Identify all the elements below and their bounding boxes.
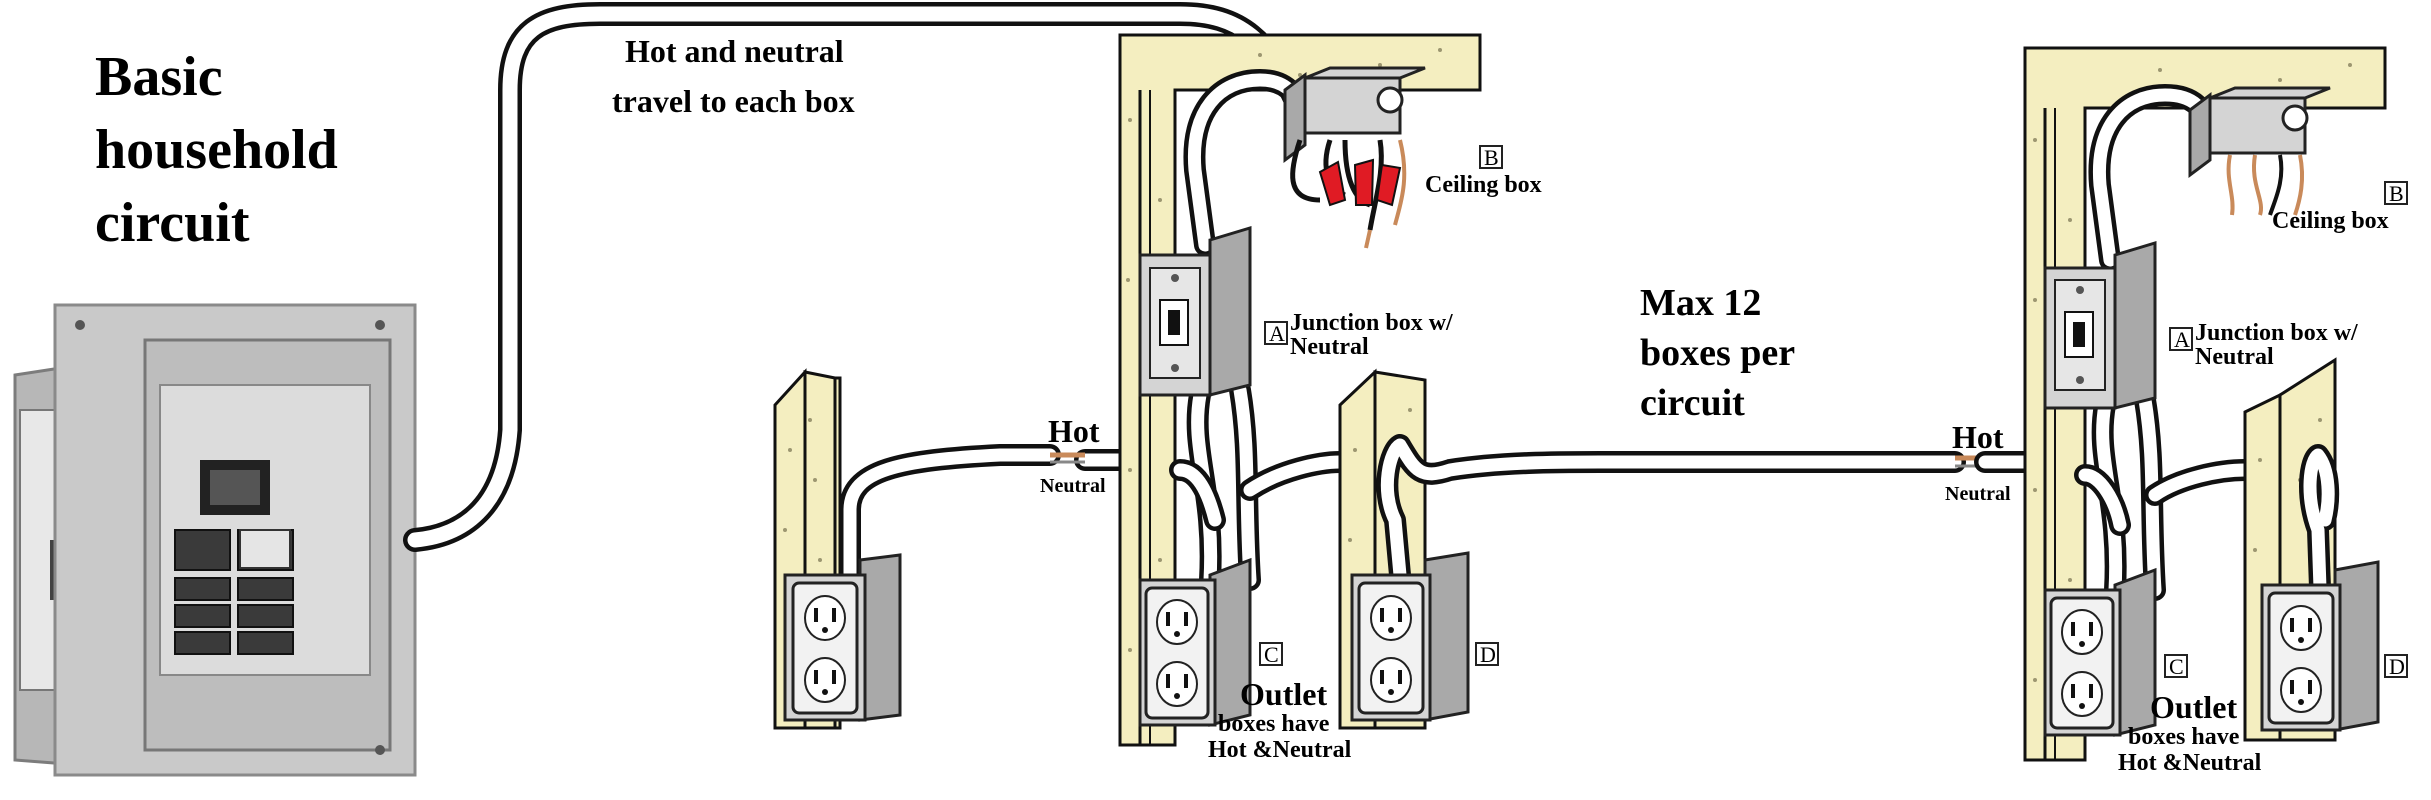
diagram-title: Basic household circuit [95, 46, 338, 254]
outlet-receptacle-bottom [1370, 657, 1412, 703]
right-d-cable [2299, 444, 2340, 599]
outlet-box-letter-d-left: D [1480, 642, 1496, 667]
panel-screw [375, 745, 385, 755]
neutral-label-left: Neutral [1040, 475, 1106, 497]
switch-toggle [2073, 322, 2085, 347]
junction-box-left: A Junction box w/ Neutral [1138, 225, 1453, 397]
outlet-box-c-right: C [2043, 567, 2188, 737]
junction-box-label-left-line-1: Junction box w/ [1290, 310, 1453, 336]
note-max-boxes: Max 12 boxes per circuit [1640, 282, 1795, 424]
outlet-note-left-line-2: boxes have [1218, 711, 1330, 737]
breaker-panel [13, 303, 417, 777]
outlet-box-d-right: D [2260, 560, 2408, 732]
note-max-line-1: Max 12 [1640, 282, 1761, 324]
ceiling-box-left: B Ceiling box [1283, 66, 1542, 249]
outlet-receptacle-top [1156, 599, 1198, 645]
outlet-box-letter-d-right: D [2389, 654, 2405, 679]
ceiling-box-right: B Ceiling box [2188, 86, 2408, 234]
title-line-2: household [95, 119, 338, 181]
outlet-receptacle-bottom [2061, 671, 2103, 717]
outlet-note-right-line-2: boxes have [2128, 724, 2240, 750]
outlet-box-d-left: D [1350, 551, 1499, 722]
wire-nut [1353, 158, 1375, 206]
outlet-receptacle-top [1370, 595, 1412, 641]
cross-cable [1376, 434, 2036, 586]
title-line-3: circuit [95, 192, 250, 254]
ceiling-box-label-left: Ceiling box [1425, 172, 1542, 198]
outlet-receptacle-bottom [804, 657, 846, 703]
outlet-note-left: Outlet boxes have Hot &Neutral [1208, 676, 1352, 763]
wire-nut [1375, 163, 1402, 207]
ceiling-box-label-right: Ceiling box [2272, 208, 2389, 234]
outlet-receptacle-top [2061, 609, 2103, 655]
left-outlet-cable [839, 444, 1131, 586]
panel-screw [75, 320, 85, 330]
breaker-rows [174, 529, 294, 655]
neutral-label-right: Neutral [1945, 483, 2011, 505]
outlet-receptacle-top [2280, 605, 2322, 651]
outlet-receptacle-top [804, 595, 846, 641]
hot-label-right: Hot [1952, 419, 2004, 455]
outlet-box-left [783, 553, 902, 722]
outlet-box-letter-c-right: C [2169, 654, 2184, 679]
wire-nut [1318, 160, 1347, 207]
title-line-1: Basic [95, 46, 223, 108]
junction-box-right: A Junction box w/ Neutral [2043, 240, 2358, 410]
outlet-box-c-left: C [1138, 557, 1283, 727]
ceiling-box-letter-left: B [1484, 145, 1499, 170]
note-max-line-2: boxes per [1640, 332, 1795, 374]
switch-toggle [1168, 310, 1180, 335]
junction-box-letter-left: A [1269, 321, 1285, 346]
outlet-receptacle-bottom [1156, 661, 1198, 707]
outlet-note-left-line-1: Outlet [1240, 676, 1327, 712]
note-hot-neutral-line-1: Hot and neutral [625, 33, 844, 69]
note-max-line-3: circuit [1640, 382, 1745, 424]
outlet-note-right: Outlet boxes have Hot &Neutral [2118, 689, 2262, 776]
panel-screw [375, 320, 385, 330]
note-hot-neutral: Hot and neutral travel to each box [612, 33, 855, 119]
note-hot-neutral-line-2: travel to each box [612, 83, 855, 119]
junction-box-letter-right: A [2174, 327, 2190, 352]
main-breaker-handle [210, 470, 260, 505]
ceiling-box-letter-right: B [2389, 181, 2404, 206]
outlet-note-right-line-3: Hot &Neutral [2118, 750, 2262, 776]
outlet-box-letter-c-left: C [1264, 642, 1279, 667]
outlet-note-right-line-1: Outlet [2150, 689, 2237, 725]
junction-box-label-right-line-1: Junction box w/ [2195, 320, 2358, 346]
junction-box-label-left-line-2: Neutral [1290, 334, 1369, 360]
outlet-receptacle-bottom [2280, 667, 2322, 713]
junction-box-label-right-line-2: Neutral [2195, 344, 2274, 370]
hot-label-left: Hot [1048, 413, 1100, 449]
outlet-note-left-line-3: Hot &Neutral [1208, 737, 1352, 763]
